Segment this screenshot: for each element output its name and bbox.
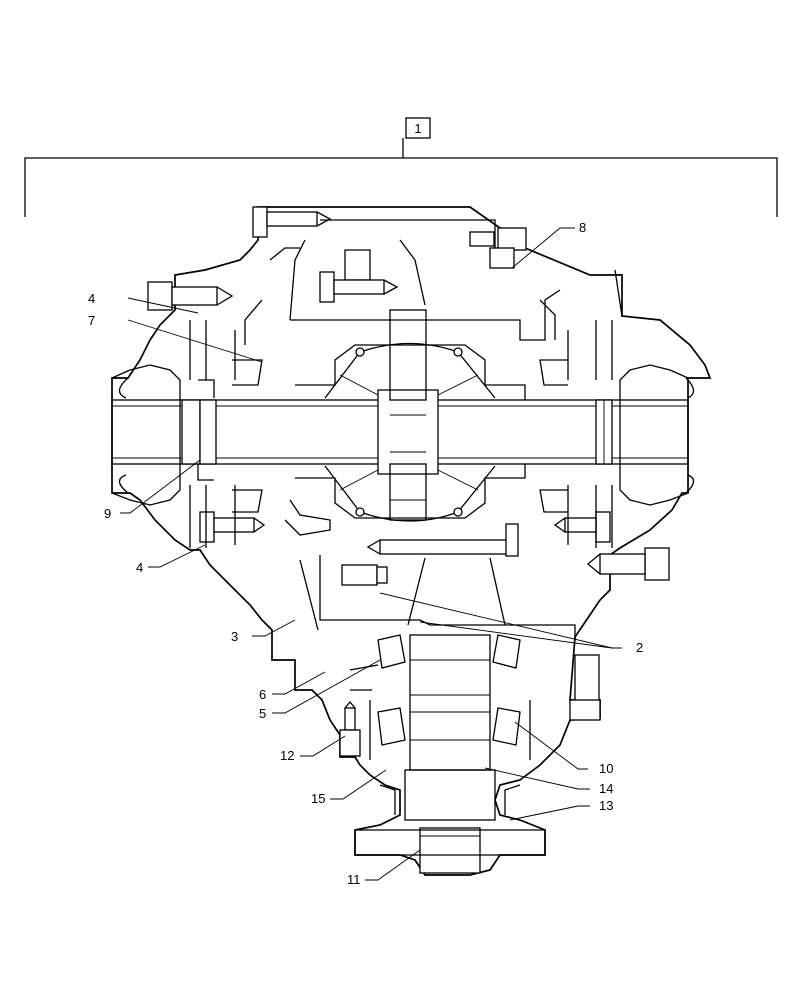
differential-housing — [111, 206, 712, 876]
callout-7[interactable]: 7 — [88, 313, 95, 328]
callout-9[interactable]: 9 — [104, 506, 111, 521]
callout-6[interactable]: 6 — [259, 687, 266, 702]
bolt-upper-right — [469, 227, 527, 269]
callout-2[interactable]: 2 — [636, 640, 643, 655]
callout-4-upper[interactable]: 4 — [88, 291, 95, 306]
bolt-upper-mid — [319, 271, 399, 303]
callout-13[interactable]: 13 — [599, 798, 613, 813]
bolt-right-lower — [586, 547, 670, 581]
bolt-left-upper — [147, 281, 234, 311]
callout-5[interactable]: 5 — [259, 706, 266, 721]
callout-labels: 4 7 8 9 4 2 3 6 5 12 15 11 10 14 13 — [88, 220, 643, 887]
callout-11[interactable]: 11 — [347, 872, 361, 887]
callout-12[interactable]: 12 — [280, 748, 294, 763]
callout-10[interactable]: 10 — [599, 761, 613, 776]
assembly-label[interactable]: 1 — [414, 121, 421, 136]
bolt-upper-left — [252, 206, 332, 238]
bolt-right-mid — [553, 511, 611, 543]
callout-4-lower[interactable]: 4 — [136, 560, 143, 575]
leader-lines — [120, 227, 622, 881]
bolt-left-lower — [199, 511, 266, 543]
callout-15[interactable]: 15 — [311, 791, 325, 806]
assembly-bracket: 1 — [24, 117, 778, 217]
callout-14[interactable]: 14 — [599, 781, 613, 796]
bolt-pinion — [341, 564, 388, 586]
callout-8[interactable]: 8 — [579, 220, 586, 235]
callout-3[interactable]: 3 — [231, 629, 238, 644]
